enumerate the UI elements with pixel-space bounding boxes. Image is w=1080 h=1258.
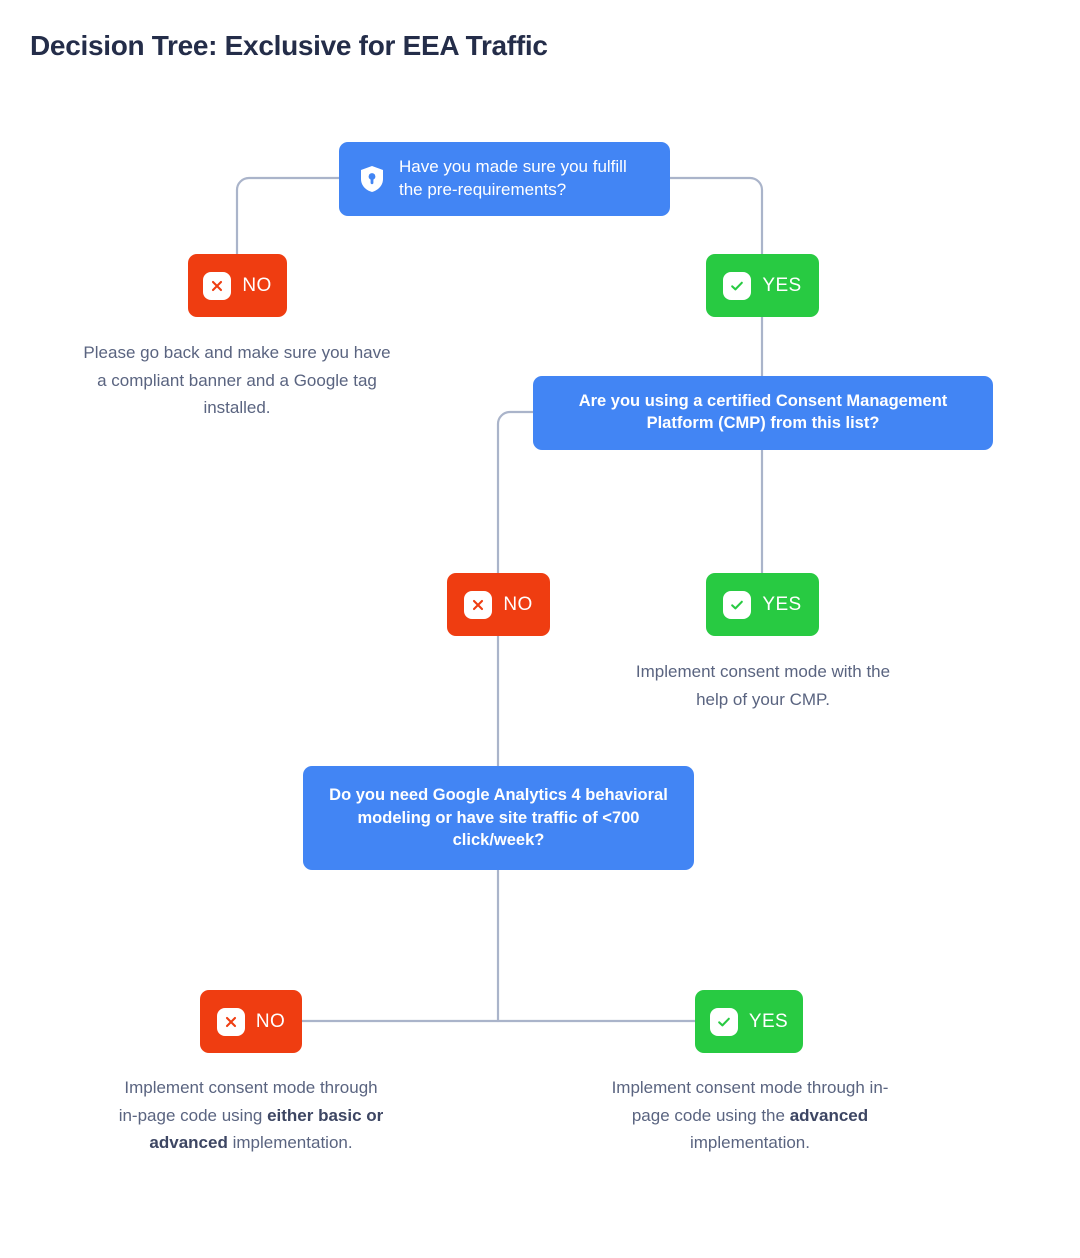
question-box-prerequirements[interactable]: Have you made sure you fulfill the pre-r… (339, 142, 670, 216)
shield-lock-icon (361, 166, 383, 192)
answer-label: YES (748, 1010, 789, 1032)
question-text: Are you using a certified Consent Manage… (578, 392, 948, 432)
edge-q2-to-no (496, 410, 535, 575)
check-icon (723, 590, 752, 619)
question-text: Have you made sure you fulfill the pre-r… (399, 157, 627, 199)
answer-label: YES (762, 593, 802, 615)
answer-label: YES (762, 274, 802, 296)
edge-q1-to-yes (668, 176, 764, 256)
check-icon (723, 271, 752, 300)
outcome-text-ga4-no: Implement consent mode through in-page c… (116, 1074, 386, 1157)
edge-q1-to-no (235, 176, 341, 256)
outcome-text-cmp-yes: Implement consent mode with the help of … (635, 662, 891, 709)
check-icon (709, 1007, 738, 1036)
outcome-text-ga4-yes: Implement consent mode through in-page c… (605, 1074, 895, 1157)
answer-badge-no-ga4[interactable]: NO (200, 990, 302, 1053)
answer-label: NO (503, 593, 533, 615)
outcome-prefix: Implement consent mode through in-page c… (611, 1078, 889, 1125)
cross-icon (216, 1007, 245, 1036)
answer-label: NO (255, 1010, 286, 1032)
answer-badge-yes-prerequirements[interactable]: YES (706, 254, 819, 317)
outcome-text-prerequirements-no: Please go back and make sure you have a … (83, 343, 391, 418)
cross-icon (464, 590, 493, 619)
outcome-prefix: Implement consent mode through in-page c… (118, 1078, 378, 1125)
answer-label: NO (242, 274, 272, 296)
answer-badge-yes-ga4[interactable]: YES (695, 990, 803, 1053)
cross-icon (203, 271, 232, 300)
outcome-suffix: implementation. (689, 1133, 810, 1153)
answer-badge-no-prerequirements[interactable]: NO (188, 254, 287, 317)
page-title: Decision Tree: Exclusive for EEA Traffic (30, 30, 548, 61)
answer-badge-no-cmp[interactable]: NO (447, 573, 550, 636)
answer-badge-yes-cmp[interactable]: YES (706, 573, 819, 636)
question-box-ga4[interactable]: Do you need Google Analytics 4 behaviora… (303, 766, 694, 870)
outcome-suffix: implementation. (227, 1133, 353, 1153)
question-text: Do you need Google Analytics 4 behaviora… (329, 785, 668, 850)
question-box-cmp[interactable]: Are you using a certified Consent Manage… (533, 376, 993, 450)
outcome-emphasis: either basic or advanced (149, 1105, 384, 1153)
outcome-emphasis: advanced (789, 1105, 869, 1125)
